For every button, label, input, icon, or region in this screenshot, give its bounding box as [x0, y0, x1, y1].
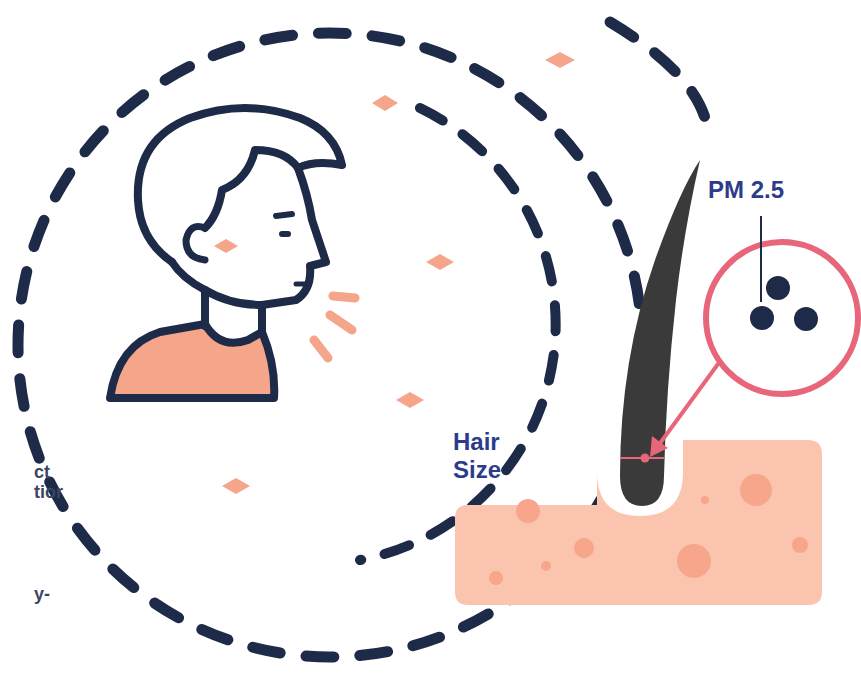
size-marker-dot [641, 454, 650, 463]
hair-size-label: Hair Size [453, 428, 533, 483]
dashed-ring [18, 33, 642, 657]
text-fragment: tior [34, 482, 104, 503]
pointer-arrow [658, 364, 718, 446]
person-icon [110, 108, 342, 398]
magnifier-ring [706, 242, 858, 394]
hair [620, 160, 700, 506]
particles [214, 52, 575, 494]
arrow-head [650, 436, 668, 457]
leader-line [760, 216, 762, 302]
dashed-arc [360, 108, 556, 560]
particle-label: PM 2.5 [708, 176, 838, 204]
text-fragment: y- [34, 584, 104, 605]
cough-lines [314, 296, 355, 358]
text-fragment: ct [34, 462, 104, 483]
dashed-arc [610, 22, 705, 118]
